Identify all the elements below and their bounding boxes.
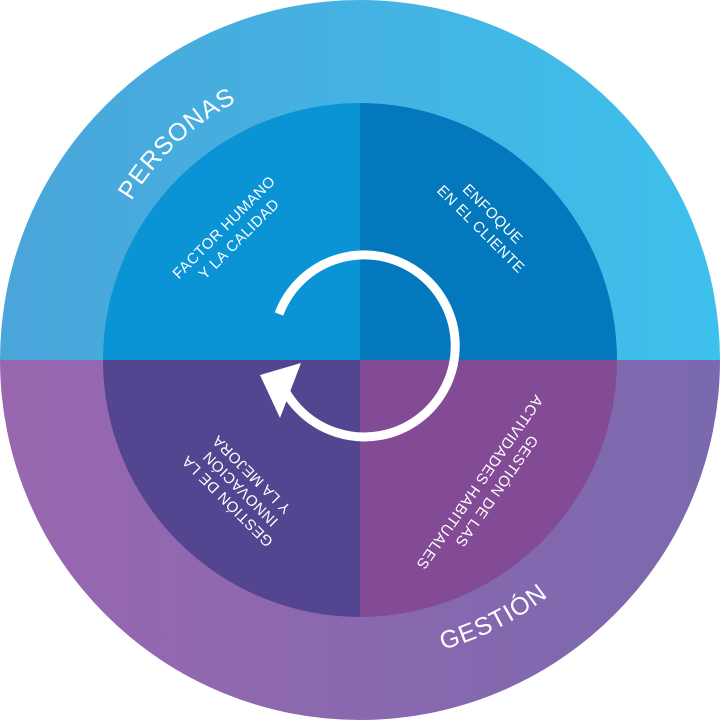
quadrant-label-bottom-left: GESTIÓN DE LA INNOVACIÓN Y LA MEJORA <box>176 424 302 550</box>
cycle-arrow-icon <box>260 250 460 442</box>
